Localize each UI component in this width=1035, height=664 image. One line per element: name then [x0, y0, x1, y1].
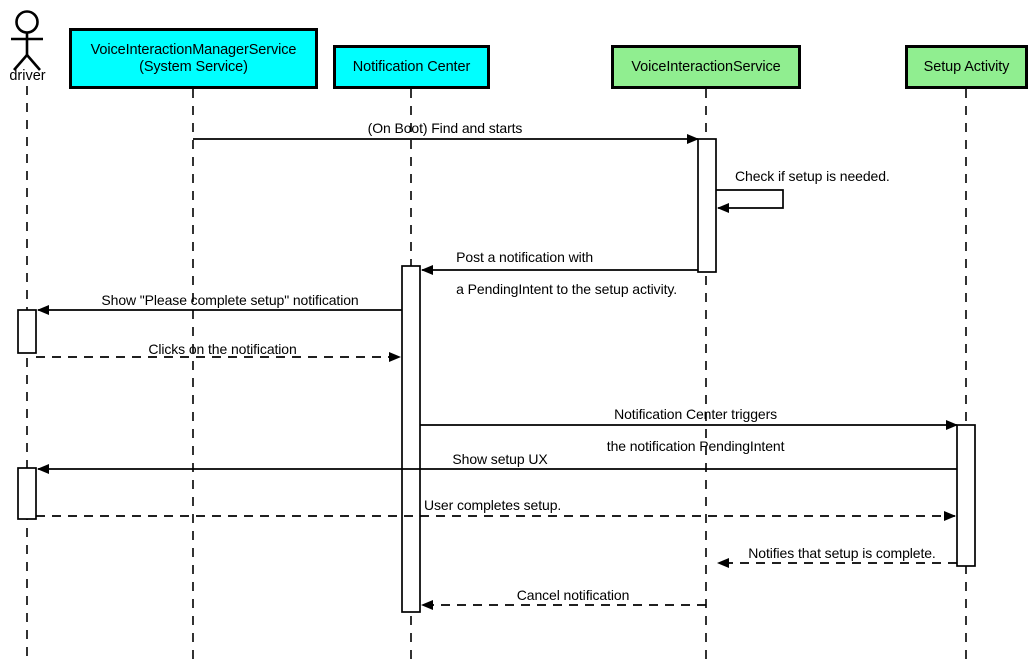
participant-box-notification-center[interactable]: Notification Center [333, 45, 490, 89]
participant-box-vims-text: VoiceInteractionManagerService(System Se… [90, 41, 297, 75]
activation-setup-activity-1 [956, 424, 976, 567]
message-arrow-m2-self [716, 189, 784, 213]
activation-notification-center-1 [401, 265, 421, 613]
message-label-m3-line2: a PendingIntent to the setup activity. [456, 281, 678, 297]
participant-box-setup-activity-text: Setup Activity [923, 58, 1010, 75]
message-label-m6: Notification Center triggers the notific… [518, 390, 858, 470]
message-label-m6-line2: the notification PendingIntent [606, 438, 785, 454]
message-label-m7: Show setup UX [452, 451, 548, 467]
participant-box-vims[interactable]: VoiceInteractionManagerService(System Se… [69, 28, 318, 89]
message-label-m3-line1: Post a notification with [456, 249, 594, 265]
participant-box-voice-interaction-service[interactable]: VoiceInteractionService [611, 45, 801, 89]
activation-driver-1 [17, 309, 37, 354]
message-label-m5: Clicks on the notification [148, 341, 297, 357]
message-label-m10: Cancel notification [516, 587, 630, 603]
message-label-m9: Notifies that setup is complete. [748, 545, 936, 561]
actor-figure-driver[interactable] [11, 10, 43, 71]
participant-box-setup-activity[interactable]: Setup Activity [905, 45, 1028, 89]
activation-bars [17, 138, 976, 613]
message-label-m3: Post a notification with a PendingIntent… [441, 233, 741, 313]
message-label-m6-line1: Notification Center triggers [614, 406, 778, 422]
activation-driver-2 [17, 467, 37, 520]
message-label-m8: User completes setup. [424, 497, 562, 513]
participant-box-notification-center-text: Notification Center [352, 58, 471, 75]
participant-box-voice-interaction-service-text: VoiceInteractionService [631, 58, 781, 75]
message-label-m1: (On Boot) Find and starts [367, 120, 523, 136]
actor-label-driver: driver [9, 68, 46, 84]
activation-voice-interaction-service-1 [697, 138, 717, 273]
message-label-m2: Check if setup is needed. [735, 168, 890, 184]
message-label-m4: Show "Please complete setup" notificatio… [101, 292, 359, 308]
